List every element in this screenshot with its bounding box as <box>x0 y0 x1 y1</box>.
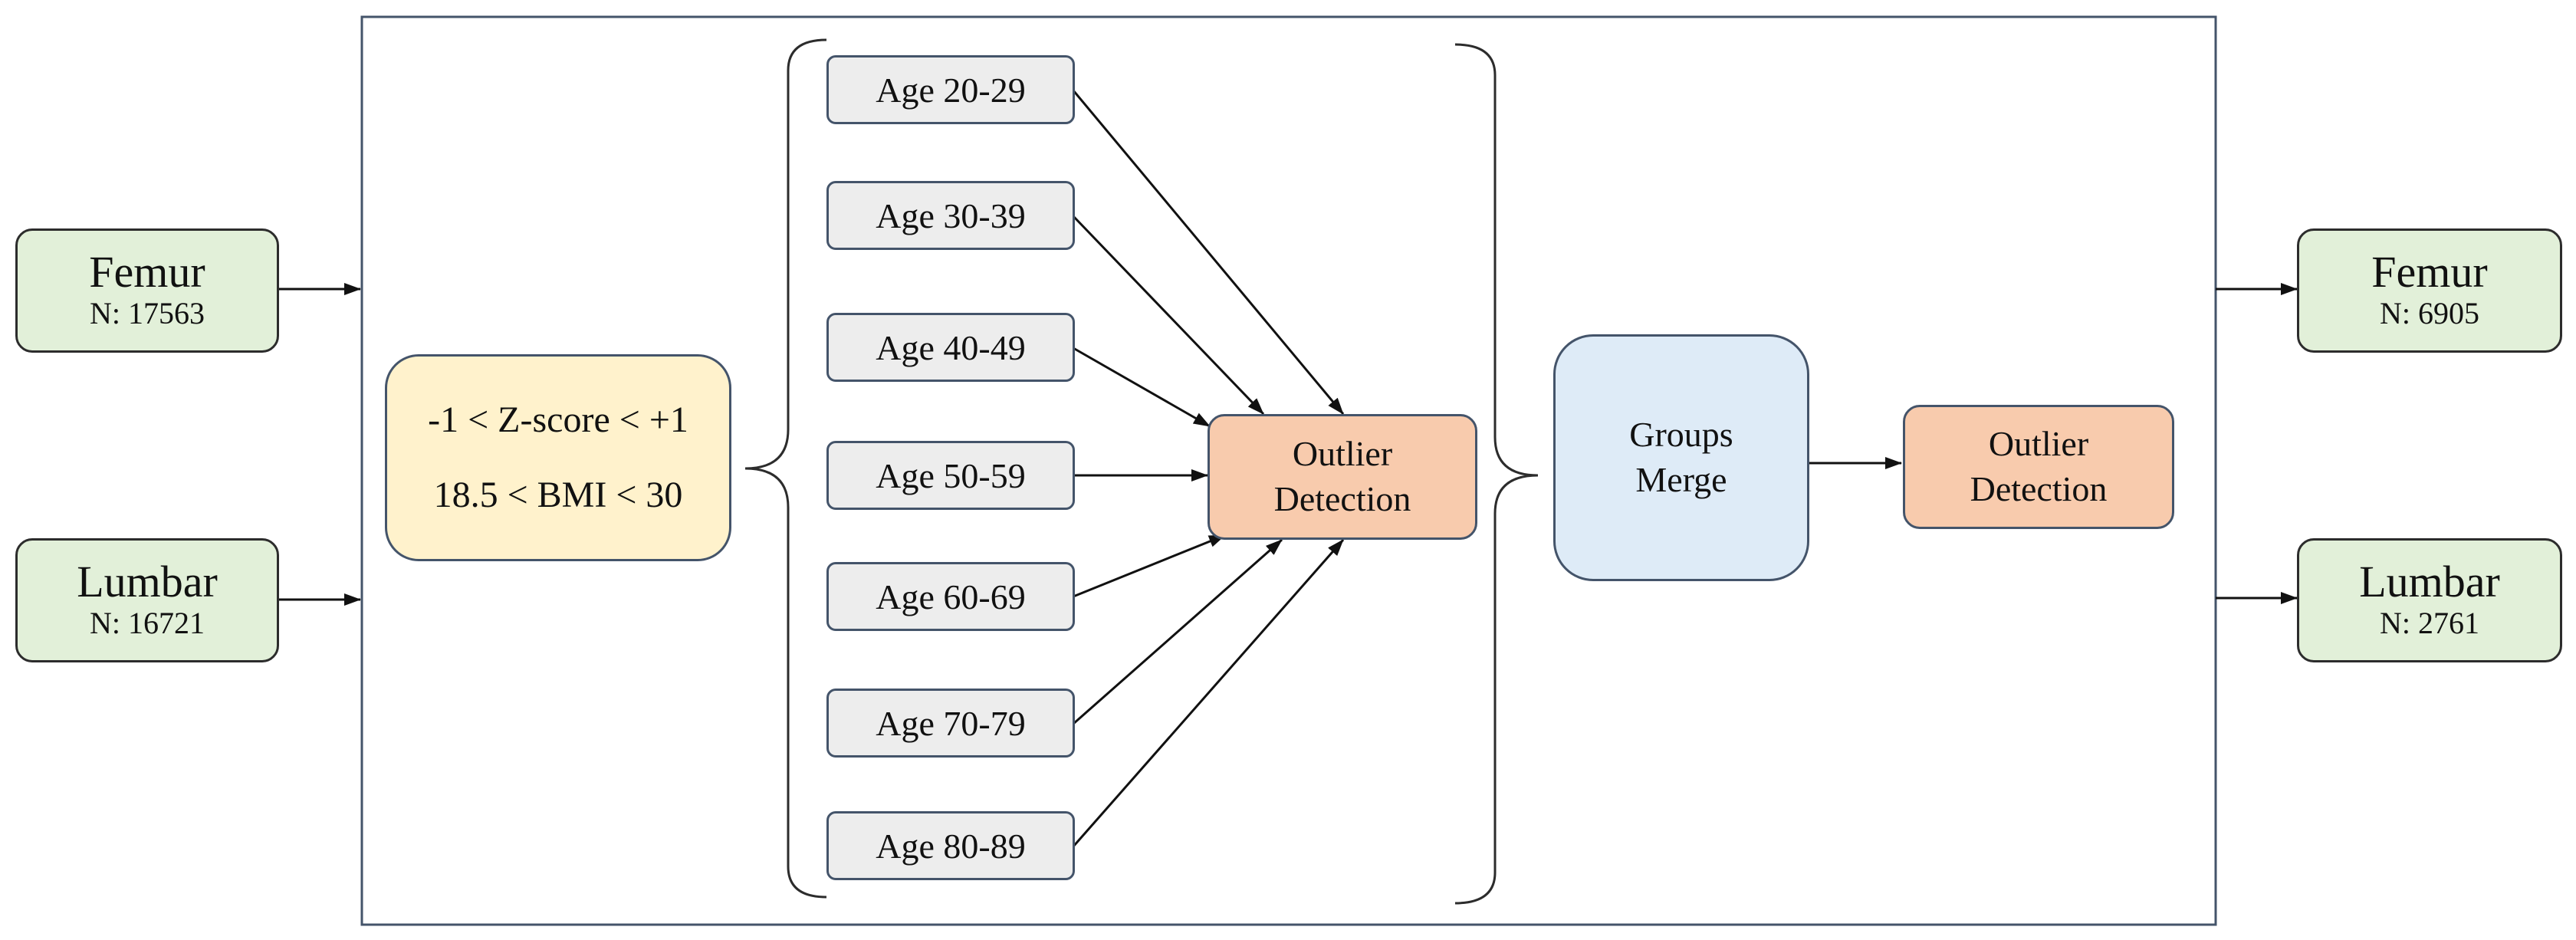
age-group-box: Age 60-69 <box>826 562 1075 631</box>
filter-criteria-box: -1 < Z-score < +1 18.5 < BMI < 30 <box>385 354 731 561</box>
age-group-box: Age 20-29 <box>826 55 1075 124</box>
age-group-box: Age 30-39 <box>826 181 1075 250</box>
age-group-box: Age 70-79 <box>826 689 1075 758</box>
group-outlier-line1: Outlier <box>1292 434 1393 474</box>
femur-output-count: N: 6905 <box>2380 296 2479 331</box>
lumbar-input-label: Lumbar <box>77 556 218 606</box>
final-outlier-detection-box: Outlier Detection <box>1903 405 2174 529</box>
left-brace <box>744 38 827 899</box>
age-group-label: Age 60-69 <box>876 577 1026 616</box>
femur-input-label: Femur <box>89 246 205 297</box>
lumbar-output-box: Lumbar N: 2761 <box>2297 538 2562 662</box>
arrow-age-70-79 <box>1073 538 1283 725</box>
right-brace <box>1454 43 1539 905</box>
bmi-criterion: 18.5 < BMI < 30 <box>433 475 683 515</box>
groups-merge-line2: Merge <box>1635 460 1727 499</box>
lumbar-output-label: Lumbar <box>2359 556 2500 606</box>
age-group-box: Age 50-59 <box>826 441 1075 510</box>
age-group-box: Age 40-49 <box>826 313 1075 382</box>
zscore-criterion: -1 < Z-score < +1 <box>428 399 688 440</box>
lumbar-input-count: N: 16721 <box>90 606 205 641</box>
age-group-label: Age 70-79 <box>876 703 1026 743</box>
final-outlier-line1: Outlier <box>1988 424 2089 464</box>
arrow-age-40-49 <box>1073 347 1211 428</box>
femur-output-box: Femur N: 6905 <box>2297 228 2562 353</box>
age-group-label: Age 50-59 <box>876 455 1026 495</box>
lumbar-output-count: N: 2761 <box>2380 606 2479 641</box>
age-group-box: Age 80-89 <box>826 811 1075 880</box>
group-outlier-detection-box: Outlier Detection <box>1208 414 1477 540</box>
age-group-label: Age 80-89 <box>876 826 1026 866</box>
age-group-label: Age 40-49 <box>876 327 1026 367</box>
groups-merge-box: Groups Merge <box>1553 334 1809 581</box>
femur-output-label: Femur <box>2371 246 2488 297</box>
process-frame <box>360 15 2217 926</box>
femur-input-count: N: 17563 <box>90 296 205 331</box>
group-outlier-line2: Detection <box>1273 479 1411 518</box>
lumbar-input-box: Lumbar N: 16721 <box>15 538 279 662</box>
age-group-label: Age 20-29 <box>876 70 1026 110</box>
arrow-age-20-29 <box>1072 90 1345 415</box>
arrow-age-60-69 <box>1073 534 1226 598</box>
final-outlier-line2: Detection <box>1970 469 2108 508</box>
arrow-age-30-39 <box>1072 215 1265 416</box>
groups-merge-line1: Groups <box>1629 415 1733 455</box>
age-group-label: Age 30-39 <box>876 196 1026 235</box>
femur-input-box: Femur N: 17563 <box>15 228 279 353</box>
arrow-age-80-89 <box>1072 539 1345 847</box>
